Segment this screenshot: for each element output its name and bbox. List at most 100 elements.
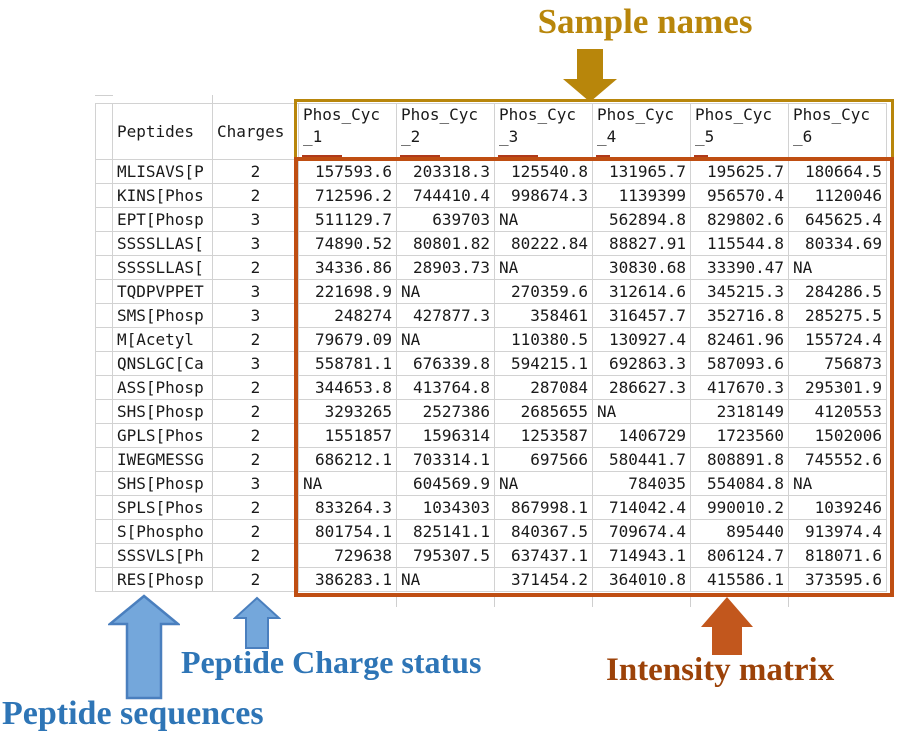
intensity-cell[interactable]: 867998.1 <box>494 495 593 520</box>
intensity-cell[interactable]: NA <box>494 207 593 232</box>
intensity-cell[interactable]: 745552.6 <box>788 447 887 472</box>
intensity-cell[interactable]: 795307.5 <box>396 543 495 568</box>
intensity-cell[interactable]: 195625.7 <box>690 159 789 184</box>
peptide-cell[interactable]: MLISAVS[P <box>112 159 213 184</box>
intensity-cell[interactable]: 913974.4 <box>788 519 887 544</box>
intensity-cell[interactable]: 676339.8 <box>396 351 495 376</box>
sample-column-header[interactable]: Phos_Cyc_5 <box>690 103 789 160</box>
intensity-cell[interactable]: 712596.2 <box>298 183 397 208</box>
intensity-cell[interactable]: 1406729 <box>592 423 691 448</box>
intensity-cell[interactable]: 801754.1 <box>298 519 397 544</box>
intensity-cell[interactable]: 1551857 <box>298 423 397 448</box>
intensity-cell[interactable]: 744410.4 <box>396 183 495 208</box>
intensity-cell[interactable]: 155724.4 <box>788 327 887 352</box>
intensity-cell[interactable]: 427877.3 <box>396 303 495 328</box>
charge-cell[interactable]: 3 <box>212 471 299 496</box>
intensity-cell[interactable]: 639703 <box>396 207 495 232</box>
intensity-cell[interactable]: 840367.5 <box>494 519 593 544</box>
charge-cell[interactable]: 2 <box>212 399 299 424</box>
charge-cell[interactable]: 2 <box>212 183 299 208</box>
intensity-cell[interactable]: 344653.8 <box>298 375 397 400</box>
charge-cell[interactable]: 3 <box>212 351 299 376</box>
intensity-cell[interactable]: 270359.6 <box>494 279 593 304</box>
intensity-cell[interactable]: 286627.3 <box>592 375 691 400</box>
charge-cell[interactable]: 2 <box>212 327 299 352</box>
intensity-cell[interactable]: NA <box>494 255 593 280</box>
intensity-cell[interactable]: NA <box>592 399 691 424</box>
intensity-cell[interactable]: NA <box>396 327 495 352</box>
charge-cell[interactable]: 2 <box>212 255 299 280</box>
intensity-cell[interactable]: 295301.9 <box>788 375 887 400</box>
intensity-cell[interactable]: 2527386 <box>396 399 495 424</box>
charge-cell[interactable]: 3 <box>212 279 299 304</box>
intensity-cell[interactable]: 697566 <box>494 447 593 472</box>
peptide-cell[interactable]: SSSSLLAS[ <box>112 231 213 256</box>
intensity-cell[interactable]: 818071.6 <box>788 543 887 568</box>
intensity-cell[interactable]: NA <box>788 471 887 496</box>
intensity-cell[interactable]: 373595.6 <box>788 567 887 592</box>
peptide-cell[interactable]: RES[Phosp <box>112 567 213 592</box>
charge-cell[interactable]: 3 <box>212 207 299 232</box>
intensity-cell[interactable]: 703314.1 <box>396 447 495 472</box>
sample-column-header[interactable]: Phos_Cyc_6 <box>788 103 887 160</box>
intensity-cell[interactable]: 80801.82 <box>396 231 495 256</box>
peptide-cell[interactable]: IWEGMESSG <box>112 447 213 472</box>
charge-cell[interactable]: 2 <box>212 423 299 448</box>
intensity-cell[interactable]: 558781.1 <box>298 351 397 376</box>
charge-cell[interactable]: 2 <box>212 567 299 592</box>
intensity-cell[interactable]: 1502006 <box>788 423 887 448</box>
intensity-cell[interactable]: 714943.1 <box>592 543 691 568</box>
charge-cell[interactable]: 2 <box>212 159 299 184</box>
sample-column-header[interactable]: Phos_Cyc_3 <box>494 103 593 160</box>
intensity-cell[interactable]: 125540.8 <box>494 159 593 184</box>
sample-column-header[interactable]: Phos_Cyc_4 <box>592 103 691 160</box>
intensity-cell[interactable]: 1120046 <box>788 183 887 208</box>
intensity-cell[interactable]: 692863.3 <box>592 351 691 376</box>
intensity-cell[interactable]: 990010.2 <box>690 495 789 520</box>
intensity-cell[interactable]: 285275.5 <box>788 303 887 328</box>
charge-cell[interactable]: 2 <box>212 519 299 544</box>
intensity-cell[interactable]: NA <box>494 471 593 496</box>
intensity-cell[interactable]: 1039246 <box>788 495 887 520</box>
intensity-cell[interactable]: 825141.1 <box>396 519 495 544</box>
intensity-cell[interactable]: NA <box>298 471 397 496</box>
intensity-cell[interactable]: 645625.4 <box>788 207 887 232</box>
intensity-cell[interactable]: 806124.7 <box>690 543 789 568</box>
peptide-cell[interactable]: SHS[Phosp <box>112 399 213 424</box>
peptide-cell[interactable]: QNSLGC[Ca <box>112 351 213 376</box>
peptide-cell[interactable]: SSSSLLAS[ <box>112 255 213 280</box>
intensity-cell[interactable]: 248274 <box>298 303 397 328</box>
intensity-cell[interactable]: 580441.7 <box>592 447 691 472</box>
intensity-cell[interactable]: 115544.8 <box>690 231 789 256</box>
intensity-cell[interactable]: 415586.1 <box>690 567 789 592</box>
intensity-cell[interactable]: 895440 <box>690 519 789 544</box>
intensity-cell[interactable]: 1596314 <box>396 423 495 448</box>
intensity-cell[interactable]: 157593.6 <box>298 159 397 184</box>
peptide-cell[interactable]: TQDPVPPET <box>112 279 213 304</box>
intensity-cell[interactable]: 637437.1 <box>494 543 593 568</box>
intensity-cell[interactable]: 28903.73 <box>396 255 495 280</box>
intensity-cell[interactable]: 287084 <box>494 375 593 400</box>
intensity-cell[interactable]: 180664.5 <box>788 159 887 184</box>
peptide-cell[interactable]: ASS[Phosp <box>112 375 213 400</box>
intensity-cell[interactable]: 312614.6 <box>592 279 691 304</box>
peptide-cell[interactable]: M[Acetyl <box>112 327 213 352</box>
peptide-cell[interactable]: SPLS[Phos <box>112 495 213 520</box>
intensity-cell[interactable]: 417670.3 <box>690 375 789 400</box>
intensity-cell[interactable]: 998674.3 <box>494 183 593 208</box>
intensity-cell[interactable]: 554084.8 <box>690 471 789 496</box>
intensity-cell[interactable]: 587093.6 <box>690 351 789 376</box>
intensity-cell[interactable]: 1139399 <box>592 183 691 208</box>
intensity-cell[interactable]: 511129.7 <box>298 207 397 232</box>
intensity-cell[interactable]: 956570.4 <box>690 183 789 208</box>
intensity-cell[interactable]: NA <box>396 567 495 592</box>
intensity-cell[interactable]: 604569.9 <box>396 471 495 496</box>
intensity-cell[interactable]: 1723560 <box>690 423 789 448</box>
peptide-cell[interactable]: EPT[Phosp <box>112 207 213 232</box>
intensity-cell[interactable]: 82461.96 <box>690 327 789 352</box>
intensity-cell[interactable]: 203318.3 <box>396 159 495 184</box>
intensity-cell[interactable]: 2318149 <box>690 399 789 424</box>
intensity-cell[interactable]: 34336.86 <box>298 255 397 280</box>
intensity-cell[interactable]: 1034303 <box>396 495 495 520</box>
peptide-cell[interactable]: SHS[Phosp <box>112 471 213 496</box>
